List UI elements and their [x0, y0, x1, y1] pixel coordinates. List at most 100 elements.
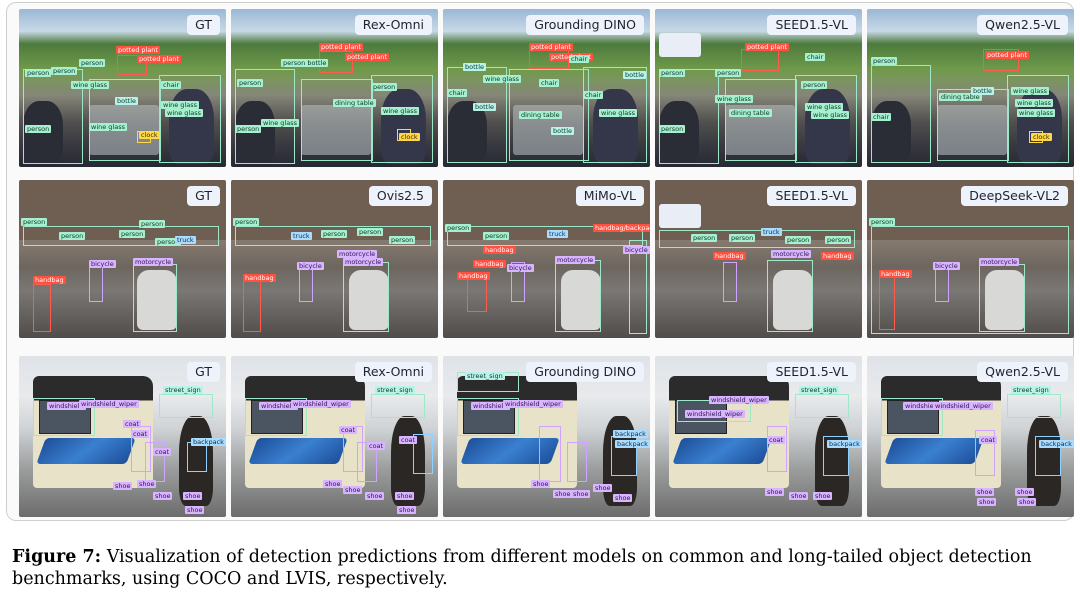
detection-tag: person	[825, 236, 852, 244]
model-label: GT	[187, 15, 220, 35]
detection-tag: person	[233, 218, 260, 226]
detection-tag: backpack	[1039, 440, 1074, 448]
detection-box	[159, 75, 221, 163]
panel-cafe-grounding-dino: potted plant potted plant bottle chair b…	[443, 9, 650, 167]
scene-bus-stripe	[884, 438, 984, 464]
detection-box	[741, 49, 779, 71]
model-label: Rex-Omni	[354, 362, 432, 382]
detection-box	[509, 69, 589, 161]
detection-tag: handbag	[473, 260, 506, 268]
detection-tag: shoe	[553, 490, 573, 498]
detection-tag: potted plant	[319, 43, 363, 51]
detection-tag: wine glass	[261, 119, 299, 127]
redacted-block	[659, 33, 701, 57]
detection-tag: chair	[161, 81, 182, 89]
detection-tag: backpack	[191, 438, 226, 446]
detection-box	[555, 260, 601, 332]
detection-tag: coat	[131, 430, 150, 438]
detection-tag: person	[235, 125, 262, 133]
detection-tag: dining table	[519, 111, 562, 119]
detection-box	[235, 69, 295, 164]
detection-tag: clock	[399, 133, 420, 141]
detection-tag: shoe	[813, 492, 833, 500]
scene-person-silhouette	[805, 89, 850, 164]
detection-box	[583, 67, 647, 163]
detection-tag: street_sign	[375, 386, 415, 394]
detection-tag: bottle	[463, 63, 487, 71]
detection-tag: shoe	[343, 486, 363, 494]
scene-person-silhouette	[815, 416, 849, 506]
detection-box	[823, 436, 849, 476]
detection-tag: backpack	[827, 440, 862, 448]
detection-tag: person	[801, 81, 828, 89]
detection-tag: person	[869, 218, 896, 226]
detection-tag: handbag	[879, 270, 912, 278]
detection-box	[413, 434, 433, 474]
detection-tag: bicycle	[297, 262, 324, 270]
panel-cafe-gt: potted plant potted plant person person …	[19, 9, 226, 167]
panel-cafe-seed: potted plant chair person person person …	[655, 9, 862, 167]
detection-box	[975, 430, 995, 476]
detection-tag: handbag	[243, 274, 276, 282]
detection-tag: potted plant	[116, 46, 160, 54]
detection-tag: shoe	[789, 492, 809, 500]
detection-tag: bicycle	[89, 260, 116, 268]
scene-table	[301, 105, 371, 155]
detection-tag: person	[357, 228, 384, 236]
model-label: Ovis2.5	[368, 186, 432, 206]
detection-tag: coat	[367, 442, 386, 450]
panel-bus-grounding-dino: street_sign windshield windshield_wiper …	[443, 356, 650, 517]
detection-tag: handbag/backpack	[593, 224, 650, 232]
detection-tag: street_sign	[163, 386, 203, 394]
detection-tag: handbag	[483, 246, 516, 254]
detection-tag: person	[25, 125, 52, 133]
detection-tag: handbag	[713, 252, 746, 260]
detection-tag: wine glass	[1015, 99, 1053, 107]
detection-box	[881, 398, 943, 436]
scene-person-silhouette	[593, 89, 638, 164]
detection-tag: potted plant	[529, 43, 573, 51]
detection-box	[243, 280, 261, 332]
detection-box	[133, 264, 177, 332]
detection-tag: truck	[547, 230, 568, 238]
scene-scooter	[349, 270, 389, 330]
detection-tag: coat	[153, 448, 172, 456]
detection-tag: wine glass	[381, 107, 419, 115]
scene-scooter	[561, 270, 601, 330]
model-label: Grounding DINO	[526, 362, 644, 382]
panel-bus-gt: street_sign windshield windshield_wiper …	[19, 356, 226, 517]
detection-box	[567, 442, 587, 482]
detection-box	[301, 79, 373, 161]
panel-street-seed: person person truck person person handba…	[655, 180, 862, 338]
detection-tag: potted plant	[345, 53, 389, 61]
caption-label: Figure 7:	[12, 547, 102, 567]
detection-tag: windshield	[471, 402, 510, 410]
detection-tag: wine glass	[89, 123, 127, 131]
panel-bus-seed: street_sign windshield_wiper windshield_…	[655, 356, 862, 517]
detection-box	[371, 394, 425, 418]
detection-tag: bicycle	[507, 264, 534, 272]
detection-tag: person	[715, 69, 742, 77]
panel-cafe-qwen: potted plant person wine glass dining ta…	[867, 9, 1074, 167]
detection-tag: person	[139, 220, 166, 228]
detection-tag: windshield_wiper	[503, 400, 563, 408]
detection-tag: windshield_wiper	[685, 410, 745, 418]
scene-bus-stripe	[248, 438, 348, 464]
panel-street-deepseek: person handbag bicycle motorcycle DeepSe…	[867, 180, 1074, 338]
detection-tag: motorcycle	[979, 258, 1020, 266]
detection-tag: shoe	[1017, 498, 1037, 506]
model-label: GT	[187, 362, 220, 382]
detection-tag: person	[119, 230, 146, 238]
detection-tag: shoe	[137, 480, 157, 488]
detection-tag: shoe	[395, 492, 415, 500]
detection-tag: windshield_wiper	[79, 400, 139, 408]
detection-tag: shoe	[183, 492, 203, 500]
detection-box	[629, 240, 647, 334]
scene-scooter	[773, 270, 813, 330]
detection-box	[879, 276, 895, 330]
panel-street-mimo: person person truck handbag/backpack han…	[443, 180, 650, 338]
model-label: Qwen2.5-VL	[977, 362, 1068, 382]
scene-bus-stripe	[672, 438, 772, 464]
detection-tag: windshield	[259, 402, 298, 410]
detection-box	[89, 79, 161, 161]
